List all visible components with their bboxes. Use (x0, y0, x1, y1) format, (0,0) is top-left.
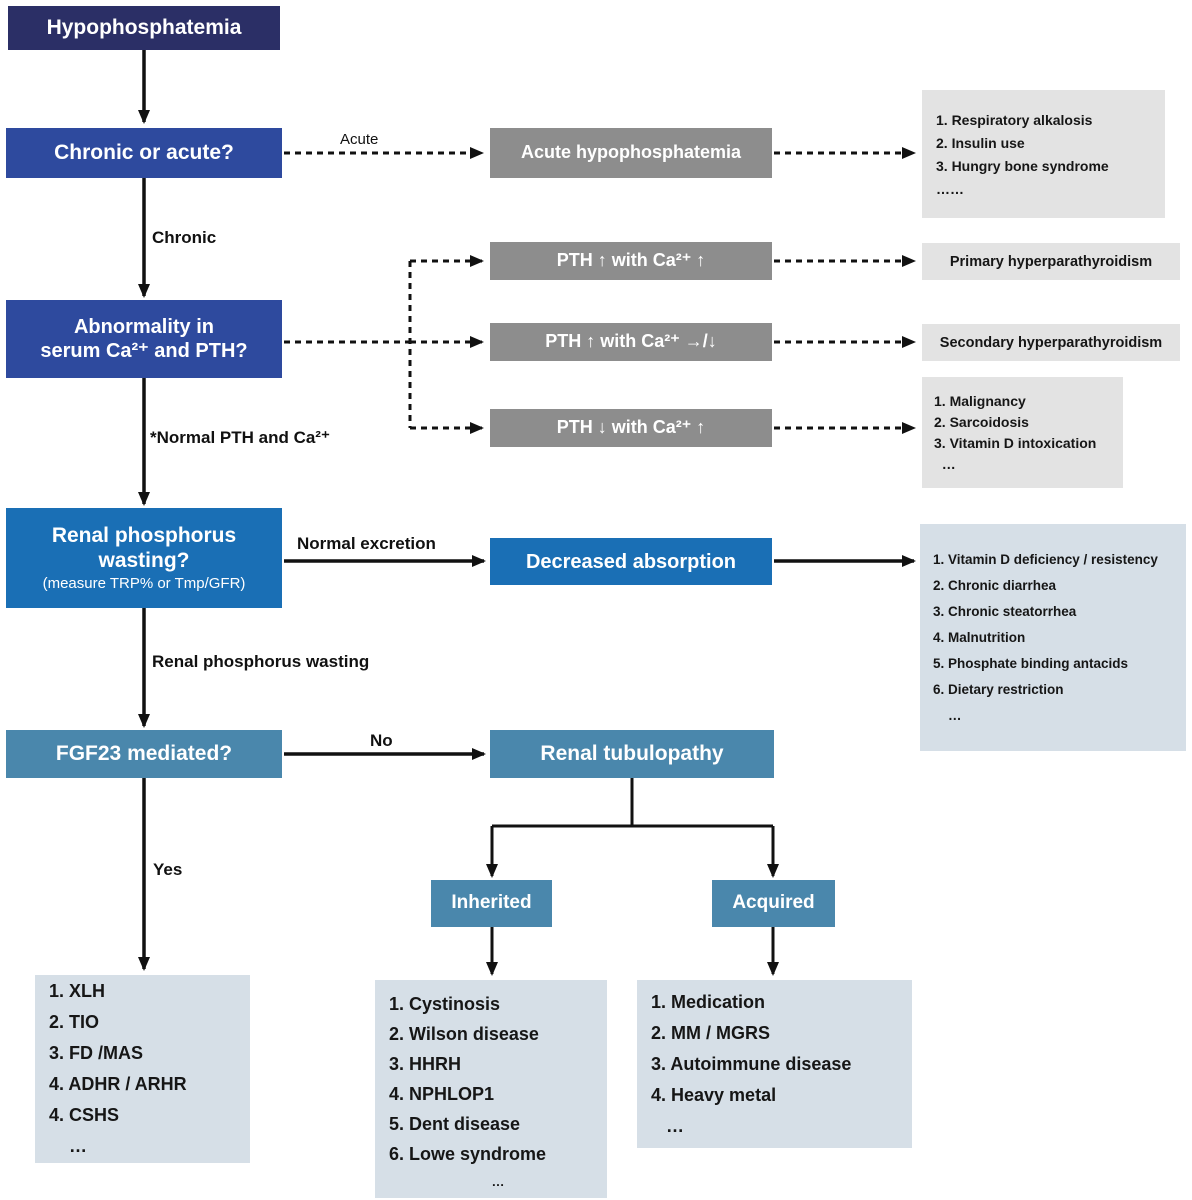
list-item: 2. MM / MGRS (651, 1022, 771, 1043)
node-decreased-absorption: Decreased absorption (490, 538, 772, 585)
list-item: … (49, 1136, 88, 1156)
node-pth-down-ca-up-label: PTH ↓ with Ca²⁺ ↑ (556, 417, 706, 438)
list-item: 2. Insulin use (936, 134, 1025, 151)
list-item: 4. ADHR / ARHR (49, 1074, 187, 1094)
list-item: 1. Malignancy (934, 393, 1026, 409)
list-item: 3. Chronic steatorrhea (933, 604, 1077, 619)
node-inherited-label: Inherited (451, 892, 532, 914)
list-item: 6. Lowe syndrome (389, 1143, 547, 1164)
node-decreased-absorption-label: Decreased absorption (525, 550, 737, 573)
node-chronic-or-acute: Chronic or acute? (6, 128, 282, 178)
edge-label-renal-wasting: Renal phosphorus wasting (152, 652, 370, 671)
node-renal-wasting-line1: Renal phosphorus (51, 523, 237, 547)
edge-label-normal-pth: *Normal PTH and Ca²⁺ (150, 428, 330, 447)
node-acquired-label: Acquired (732, 892, 815, 914)
node-acute-hypophosphatemia-label: Acute hypophosphatemia (520, 142, 742, 163)
list-item: 4. Malnutrition (933, 630, 1026, 645)
list-absorption-causes: 1. Vitamin D deficiency / resistency 2. … (920, 524, 1186, 751)
node-renal-wasting-subtitle: (measure TRP% or Tmp/GFR) (42, 575, 246, 593)
node-primary-hpt-label: Primary hyperparathyroidism (949, 253, 1153, 270)
node-pth-down-ca-up: PTH ↓ with Ca²⁺ ↑ (490, 409, 772, 447)
node-acute-hypophosphatemia: Acute hypophosphatemia (490, 128, 772, 178)
node-renal-wasting-line2: wasting? (98, 549, 190, 572)
node-abnormality: Abnormality in serum Ca²⁺ and PTH? (6, 300, 282, 378)
list-item: 4. Heavy metal (651, 1084, 777, 1105)
list-item: 6. Dietary restriction (933, 682, 1064, 697)
list-item: 3. Vitamin D intoxication (934, 435, 1097, 451)
list-item: 2. Chronic diarrhea (933, 578, 1057, 593)
edge-label-acute: Acute (340, 131, 379, 148)
edge-label-yes: Yes (153, 860, 183, 879)
list-item: 2. Sarcoidosis (934, 414, 1029, 430)
list-item: 1. Respiratory alkalosis (936, 111, 1093, 128)
node-chronic-or-acute-label: Chronic or acute? (54, 141, 234, 165)
edge-label-no: No (370, 731, 393, 750)
node-fgf23: FGF23 mediated? (6, 730, 282, 778)
list-item: 4. NPHLOP1 (389, 1083, 495, 1104)
node-fgf23-label: FGF23 mediated? (55, 742, 233, 766)
list-item: … (651, 1115, 685, 1136)
edge-label-normal-excretion: Normal excretion (297, 534, 436, 553)
node-primary-hpt: Primary hyperparathyroidism (922, 243, 1180, 280)
node-secondary-hpt: Secondary hyperparathyroidism (922, 324, 1180, 361)
list-item: 2. Wilson disease (389, 1023, 539, 1044)
list-item: 2. TIO (49, 1012, 100, 1032)
node-pth-up-ca-up-label: PTH ↑ with Ca²⁺ ↑ (556, 250, 706, 271)
list-item: 3. Autoimmune disease (651, 1053, 852, 1074)
node-pth-up-ca-mixed: PTH ↑ with Ca²⁺ →/↓ (490, 323, 772, 361)
node-renal-tubulopathy-label: Renal tubulopathy (540, 742, 724, 766)
list-item: 1. XLH (49, 981, 106, 1001)
list-acquired-causes: 1. Medication 2. MM / MGRS 3. Autoimmune… (637, 980, 912, 1148)
list-item: 4. CSHS (49, 1105, 120, 1125)
node-hypophosphatemia-label: Hypophosphatemia (46, 16, 242, 40)
node-renal-wasting: Renal phosphorus wasting? (measure TRP% … (6, 508, 282, 608)
node-hypophosphatemia: Hypophosphatemia (8, 6, 280, 50)
list-item: 3. FD /MAS (49, 1043, 144, 1063)
list-item: 3. Hungry bone syndrome (936, 157, 1109, 174)
edge-label-chronic: Chronic (152, 228, 217, 247)
list-item: … (491, 1173, 505, 1189)
list-item: 5. Phosphate binding antacids (933, 656, 1129, 671)
list-item: … (934, 456, 956, 472)
node-inherited: Inherited (431, 880, 552, 927)
list-item: 1. Cystinosis (389, 993, 501, 1014)
list-item: …… (936, 180, 964, 197)
list-item: 1. Medication (651, 991, 766, 1012)
node-abnormality-line2: serum Ca²⁺ and PTH? (40, 340, 248, 362)
node-acquired: Acquired (712, 880, 835, 927)
list-item: … (933, 708, 962, 723)
node-renal-tubulopathy: Renal tubulopathy (490, 730, 774, 778)
node-pth-up-ca-mixed-label: PTH ↑ with Ca²⁺ →/↓ (545, 331, 717, 352)
node-pth-up-ca-up: PTH ↑ with Ca²⁺ ↑ (490, 242, 772, 280)
list-item: 1. Vitamin D deficiency / resistency (933, 552, 1158, 567)
list-inherited-causes: 1. Cystinosis 2. Wilson disease 3. HHRH … (375, 980, 607, 1198)
list-pth-down-causes: 1. Malignancy 2. Sarcoidosis 3. Vitamin … (922, 377, 1123, 488)
list-item: 3. HHRH (389, 1053, 462, 1074)
list-acute-causes: 1. Respiratory alkalosis 2. Insulin use … (922, 90, 1165, 218)
node-abnormality-line1: Abnormality in (73, 316, 214, 338)
list-item: 5. Dent disease (389, 1113, 521, 1134)
node-secondary-hpt-label: Secondary hyperparathyroidism (939, 334, 1163, 351)
list-fgf23-causes: 1. XLH 2. TIO 3. FD /MAS 4. ADHR / ARHR … (35, 975, 250, 1163)
